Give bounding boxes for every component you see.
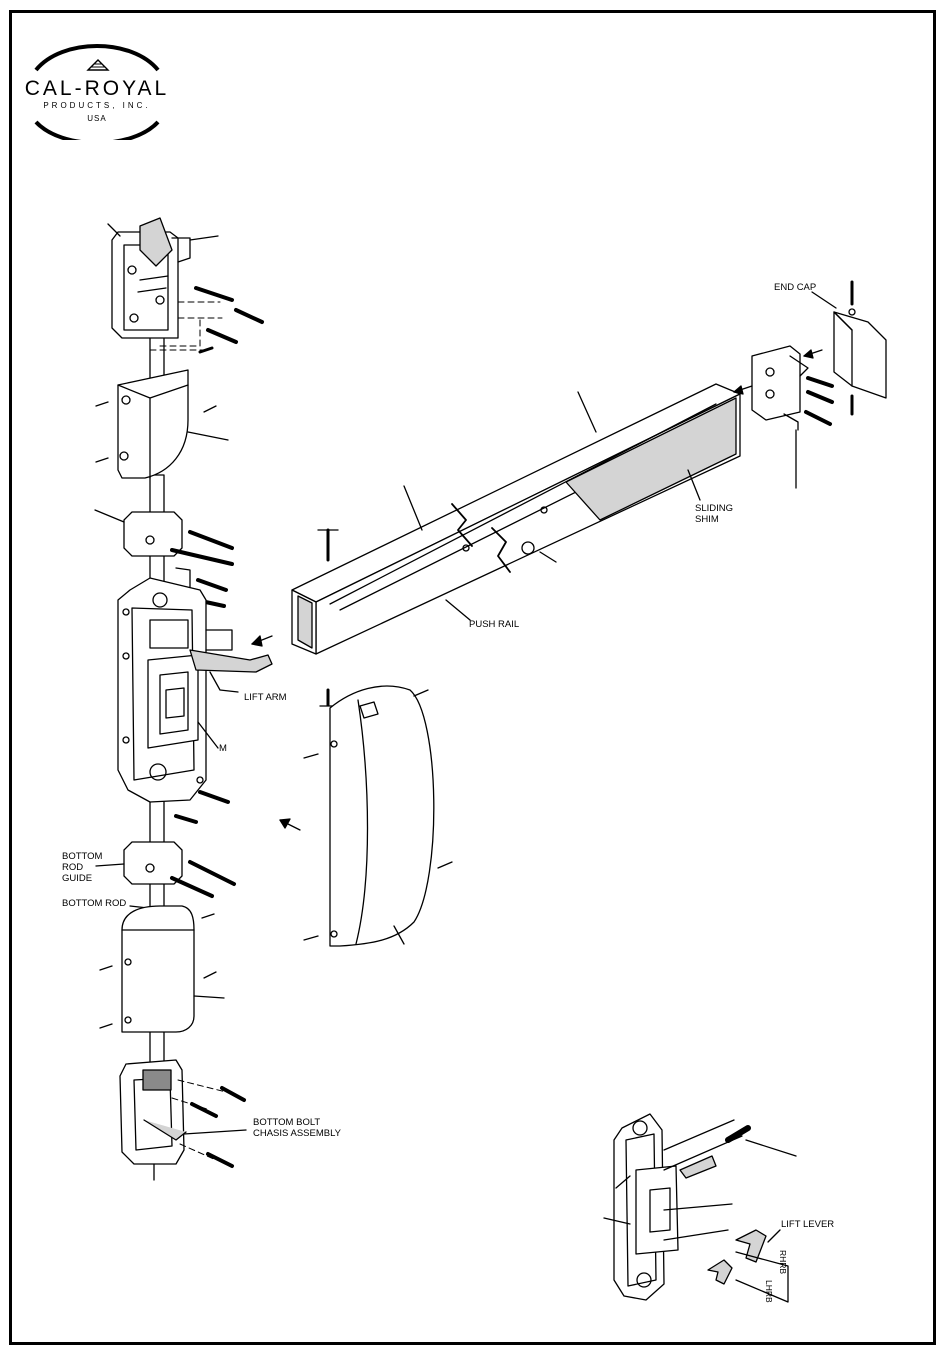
bottom-bolt-screws xyxy=(192,1088,244,1166)
label-sliding-shim-line2: SHIM xyxy=(695,514,733,525)
end-mount xyxy=(752,346,808,488)
label-bottom-rod: BOTTOM ROD xyxy=(62,898,126,909)
inset-chassis xyxy=(614,1114,678,1300)
push-rail xyxy=(292,384,740,654)
label-bottom-bolt-chassis: BOTTOM BOLT CHASIS ASSEMBLY xyxy=(253,1117,341,1139)
top-rod-guide xyxy=(95,510,182,556)
label-bottom-rod-guide-line2: ROD xyxy=(62,862,102,873)
label-lift-arm: LIFT ARM xyxy=(244,692,287,703)
top-latch-assembly xyxy=(112,218,190,338)
top-cover xyxy=(118,370,188,478)
main-chassis xyxy=(118,578,206,802)
label-bottom-rod-guide-line1: BOTTOM xyxy=(62,851,102,862)
label-bottom-bolt-line1: BOTTOM BOLT xyxy=(253,1117,341,1128)
label-sliding-shim-line1: SLIDING xyxy=(695,503,733,514)
bottom-cover xyxy=(122,906,194,1032)
label-bottom-rod-guide-line3: GUIDE xyxy=(62,873,102,884)
mechanism-cover xyxy=(304,686,452,946)
label-end-cap: END CAP xyxy=(774,282,816,293)
label-sliding-shim: SLIDING SHIM xyxy=(695,503,733,525)
inset-rods xyxy=(664,1120,796,1240)
label-push-rail: PUSH RAIL xyxy=(469,619,519,630)
end-cap-screws xyxy=(806,378,832,424)
top-latch-screws xyxy=(196,288,262,352)
label-m: M xyxy=(219,743,227,754)
label-rhrb: RHRB xyxy=(777,1250,788,1274)
label-lhrb: LHRB xyxy=(763,1280,774,1303)
end-cap-bracket xyxy=(834,282,886,414)
label-lift-lever: LIFT LEVER xyxy=(781,1219,834,1230)
label-bottom-bolt-line2: CHASIS ASSEMBLY xyxy=(253,1128,341,1139)
label-bottom-rod-guide: BOTTOM ROD GUIDE xyxy=(62,851,102,884)
lift-lever-part xyxy=(708,1230,766,1284)
